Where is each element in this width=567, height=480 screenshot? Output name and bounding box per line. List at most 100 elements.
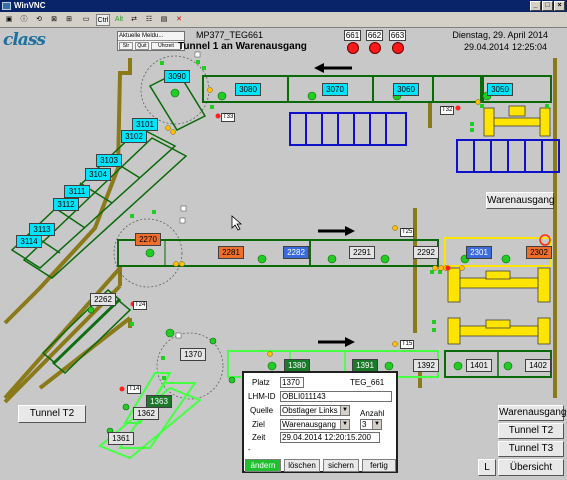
platz-label: Platz — [252, 378, 270, 387]
place-1392[interactable]: 1392 — [413, 359, 439, 372]
place-3090[interactable]: 3090 — [164, 70, 190, 83]
refresh-icon[interactable]: ⟲ — [36, 16, 42, 23]
ctrl-key-button[interactable]: Ctrl — [96, 14, 110, 26]
transfer-icon[interactable]: ⇄ — [131, 16, 137, 23]
place-3102[interactable]: 3102 — [121, 130, 147, 143]
alarm-button-quit[interactable]: Quit — [135, 42, 149, 50]
place-2270[interactable]: 2270 — [135, 233, 161, 246]
anzahl-select[interactable]: 3 ▼ — [360, 419, 382, 430]
lamp-label-662: 662 — [366, 30, 383, 41]
place-3060[interactable]: 3060 — [393, 83, 419, 96]
disconnect-icon[interactable]: ✕ — [176, 16, 182, 23]
place-1363[interactable]: 1363 — [146, 395, 172, 408]
tunnel-t2-left-button[interactable]: Tunnel T2 — [18, 405, 86, 423]
place-2302[interactable]: 2302 — [526, 246, 552, 259]
aendern-button[interactable]: ändern — [245, 459, 281, 472]
window-titlebar: WinVNC _ □ × — [0, 0, 567, 12]
minimize-button[interactable]: _ — [530, 1, 541, 11]
save-icon[interactable]: ▤ — [160, 16, 168, 23]
quelle-selected-value: Obstlager Links — [282, 406, 338, 415]
place-2282[interactable]: 2282 — [283, 246, 309, 259]
zeit-label: Zeit — [252, 433, 266, 442]
lamp-label-663: 663 — [389, 30, 406, 41]
tunnel-tag-t33: T33 — [221, 113, 236, 122]
lhm-id-field[interactable]: OBLI011143 — [280, 391, 392, 402]
chevron-down-icon: ▼ — [340, 406, 349, 415]
clock-time: 12:25:04 — [512, 42, 548, 52]
tunnel-tag-t25: T25 — [400, 228, 415, 237]
connection-info-icon[interactable]: ⓘ — [20, 16, 28, 23]
nav-l-button[interactable]: L — [478, 459, 496, 476]
fertig-button[interactable]: fertig — [362, 459, 396, 472]
place-3112[interactable]: 3112 — [53, 198, 79, 211]
place-2292[interactable]: 2292 — [413, 246, 439, 259]
station-name: MP377_TEG661 — [196, 30, 264, 40]
place-3114[interactable]: 3114 — [16, 235, 42, 248]
lamp-661-icon[interactable] — [347, 42, 359, 54]
ziel-selected-value: Warenausgang — [282, 420, 336, 429]
place-3104[interactable]: 3104 — [85, 168, 111, 181]
alt-key-button[interactable]: Alt — [114, 16, 124, 23]
loeschen-button[interactable]: löschen — [284, 459, 320, 472]
place-3113[interactable]: 3113 — [29, 223, 55, 236]
place-2281[interactable]: 2281 — [218, 246, 244, 259]
maximize-button[interactable]: □ — [542, 1, 553, 11]
place-2262[interactable]: 2262 — [90, 293, 116, 306]
alarm-window-title: Aktuelle Meldu... — [118, 32, 184, 41]
nav-warenausgang-button[interactable]: Warenausgang — [498, 405, 566, 421]
place-detail-dialog: Platz 1370 TEG_661 LHM-ID OBLI011143 Que… — [242, 371, 398, 473]
tunnel-tag-t32: T32 — [440, 106, 455, 115]
nav-uebersicht-button[interactable]: Übersicht — [498, 459, 564, 476]
ziel-select[interactable]: Warenausgang ▼ — [280, 419, 350, 430]
tunnel-tag-t14: T14 — [127, 385, 142, 394]
quelle-label: Quelle — [250, 406, 274, 415]
zeit-value: 29.04.2014 12:20:15.200 — [280, 432, 380, 443]
lamp-663-icon[interactable] — [392, 42, 404, 54]
alarm-window[interactable]: Aktuelle Meldu... Str Quit Uhrzeit — [117, 31, 185, 51]
place-3050[interactable]: 3050 — [487, 83, 513, 96]
place-2291[interactable]: 2291 — [349, 246, 375, 259]
platz-station: TEG_661 — [350, 378, 385, 387]
status-dash: - — [248, 445, 251, 454]
nav-tunnel-t2-button[interactable]: Tunnel T2 — [498, 423, 564, 439]
alarm-button-time[interactable]: Uhrzeit — [151, 42, 181, 50]
tunnel-tag-t24: T24 — [133, 301, 148, 310]
fullscreen-icon[interactable]: ▭ — [82, 16, 90, 23]
place-1370[interactable]: 1370 — [180, 348, 206, 361]
nav-tunnel-t3-button[interactable]: Tunnel T3 — [498, 441, 564, 457]
class-logo: class — [3, 30, 46, 50]
vnc-toolbar: ▣ ⓘ ⟲ ⊠ ⊞ ▭ Ctrl Alt ⇄ ☷ ▤ ✕ — [0, 12, 567, 28]
anzahl-label: Anzahl — [360, 409, 385, 418]
lhm-id-label: LHM-ID — [248, 392, 276, 401]
platz-value: 1370 — [280, 377, 304, 388]
start-menu-icon[interactable]: ⊞ — [66, 16, 72, 23]
date-long: Dienstag, 29. April 2014 — [452, 30, 548, 40]
chat-icon[interactable]: ☷ — [145, 16, 153, 23]
options-icon[interactable]: ▣ — [5, 16, 13, 23]
place-1362[interactable]: 1362 — [133, 407, 159, 420]
place-1402[interactable]: 1402 — [525, 359, 551, 372]
tunnel-tag-t15: T15 — [400, 340, 415, 349]
alarm-button-str[interactable]: Str — [119, 42, 133, 50]
ziel-label: Ziel — [252, 420, 265, 429]
close-window-button[interactable]: × — [554, 1, 565, 11]
send-ctrl-alt-del-icon[interactable]: ⊠ — [51, 16, 57, 23]
anzahl-selected-value: 3 — [362, 420, 367, 429]
lamp-label-661: 661 — [344, 30, 361, 41]
date-short: 29.04.2014 — [464, 42, 510, 52]
warenausgang-area-button[interactable]: Warenausgang — [486, 192, 554, 209]
lamp-662-icon[interactable] — [369, 42, 381, 54]
chevron-down-icon: ▼ — [340, 420, 349, 429]
place-3080[interactable]: 3080 — [235, 83, 261, 96]
vnc-app-icon — [2, 2, 11, 10]
place-2301[interactable]: 2301 — [466, 246, 492, 259]
place-1361[interactable]: 1361 — [108, 432, 134, 445]
place-3103[interactable]: 3103 — [96, 154, 122, 167]
sichern-button[interactable]: sichern — [323, 459, 359, 472]
place-1401[interactable]: 1401 — [466, 359, 492, 372]
window-title: WinVNC — [14, 1, 46, 10]
chevron-down-icon: ▼ — [372, 420, 381, 429]
place-3111[interactable]: 3111 — [64, 185, 90, 198]
place-3070[interactable]: 3070 — [322, 83, 348, 96]
quelle-select[interactable]: Obstlager Links ▼ — [280, 405, 350, 416]
